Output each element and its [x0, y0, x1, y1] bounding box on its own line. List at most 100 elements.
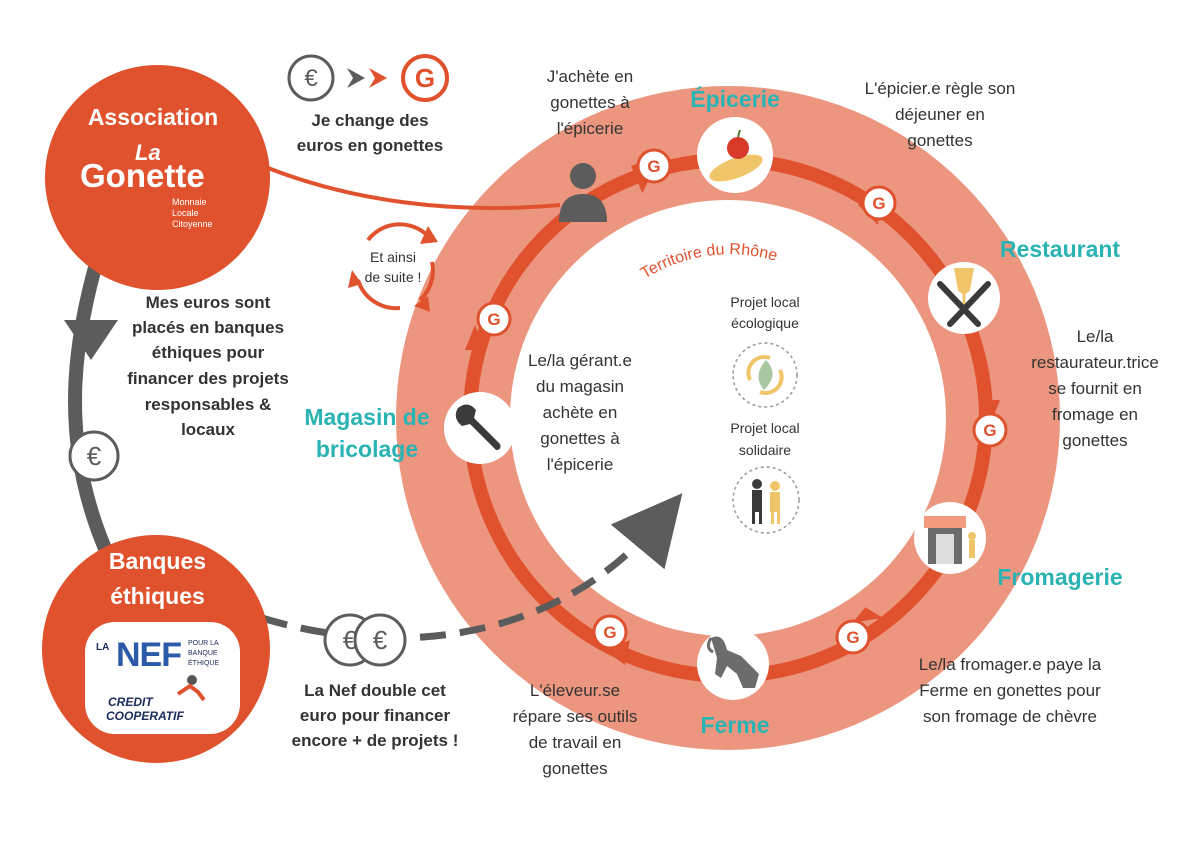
- nef-sub1: POUR LA: [188, 640, 219, 647]
- bread-apple-icon: [709, 129, 763, 182]
- restaurateur-4: fromage en: [1052, 405, 1138, 424]
- nef-sub3: ÉTHIQUE: [188, 660, 220, 667]
- eleveur-4: gonettes: [542, 759, 608, 778]
- restaurateur-3: se fournit en: [1048, 379, 1142, 398]
- gonette-icon: G: [592, 614, 628, 650]
- association-to-user-line: [267, 166, 561, 211]
- banks-text-2: placés en banques: [131, 318, 285, 337]
- svg-text:G: G: [983, 421, 996, 440]
- logo-gonette: Gonette: [80, 157, 205, 194]
- gerant-2: du magasin: [536, 377, 624, 396]
- gonette-icon: G: [835, 619, 871, 655]
- banques-title2: éthiques: [110, 583, 205, 609]
- epicier-2: déjeuner en: [895, 105, 985, 124]
- ferme-label: Ferme: [700, 712, 770, 738]
- eleveur-2: répare ses outils: [512, 707, 638, 726]
- epicier-1: L'épicier.e règle son: [864, 79, 1016, 98]
- banks-text-6: locaux: [181, 420, 235, 439]
- nef-logo: NEF: [116, 636, 182, 674]
- bank-logos-panel: [85, 622, 240, 734]
- svg-text:G: G: [872, 194, 885, 213]
- restaurateur-1: Le/la: [1076, 327, 1114, 346]
- leaf-icon: [732, 342, 798, 408]
- cc-logo-2: COOPERATIF: [106, 709, 184, 723]
- svg-text:G: G: [415, 63, 435, 93]
- achete-2: gonettes à: [550, 93, 630, 112]
- ainsi-line2: de suite !: [364, 269, 422, 285]
- cc-figure-icon: [176, 675, 206, 702]
- fromager-1: Le/la fromager.e paye la: [918, 655, 1102, 674]
- goat-icon: [706, 636, 759, 688]
- people-icon: [732, 466, 800, 534]
- cutlery-glass-icon: [937, 268, 991, 327]
- project-sol-2: solidaire: [738, 442, 792, 458]
- association-circle: [45, 65, 270, 290]
- gonette-icon: G: [636, 148, 672, 184]
- nef-dashed-line: [260, 493, 683, 642]
- project-eco-2: écologique: [731, 315, 799, 331]
- magasin-label-1: Magasin de: [304, 404, 430, 430]
- gerant-4: gonettes à: [540, 429, 620, 448]
- banks-text-1: Mes euros sont: [145, 293, 271, 312]
- association-title: Association: [87, 104, 219, 130]
- exchange-line1: Je change des: [311, 111, 429, 130]
- restaurant-label: Restaurant: [999, 236, 1121, 262]
- achete-1: J'achète en: [546, 67, 634, 86]
- svg-text:G: G: [603, 623, 616, 642]
- epicier-3: gonettes: [907, 131, 973, 150]
- gonette-icon: G: [476, 301, 512, 337]
- recycle-arrows: [356, 222, 435, 311]
- user-icon: [559, 163, 607, 222]
- logo-sub2: Locale: [172, 208, 199, 218]
- double-euro-icon: € €: [323, 613, 407, 667]
- logo-sub1: Monnaie: [172, 197, 207, 207]
- nef-text-1: La Nef double cet: [304, 681, 446, 700]
- fromager-2: Ferme en gonettes pour: [919, 681, 1101, 700]
- restaurateur-2: restaurateur.trice: [1031, 353, 1159, 372]
- gonette-icon: G: [861, 185, 897, 221]
- banques-title1: Banques: [108, 548, 207, 574]
- banks-text-5: responsables &: [144, 395, 272, 414]
- exchange-line2: euros en gonettes: [296, 136, 444, 155]
- banks-text-4: financer des projets: [127, 369, 289, 388]
- nef-text-2: euro pour financer: [299, 706, 451, 725]
- gonette-icon: [401, 54, 449, 102]
- eleveur-3: de travail en: [528, 733, 622, 752]
- ainsi-line1: Et ainsi: [370, 249, 416, 265]
- gonette-icon: G: [972, 412, 1008, 448]
- gerant-3: achète en: [542, 403, 618, 422]
- restaurateur-5: gonettes: [1062, 431, 1128, 450]
- euro-icon: €: [68, 430, 120, 482]
- banks-text-3: éthiques pour: [151, 343, 265, 362]
- svg-text:€: €: [304, 65, 318, 92]
- gerant-5: l'épicerie: [546, 455, 614, 474]
- fromagerie-label: Fromagerie: [997, 564, 1123, 590]
- logo-sub3: Citoyenne: [172, 219, 213, 229]
- wrench-icon: [455, 404, 501, 450]
- association-to-bank-arc: [68, 247, 117, 563]
- eleveur-1: L'éleveur.se: [529, 681, 621, 700]
- euro-to-gonette-icons: € G: [287, 54, 449, 102]
- cc-logo-1: CREDIT: [108, 695, 153, 709]
- nef-text-3: encore + de projets !: [291, 731, 459, 750]
- achete-3: l'épicerie: [556, 119, 624, 138]
- shop-icon: [924, 516, 976, 564]
- grey-down-arrow: [64, 320, 118, 360]
- project-sol-1: Projet local: [730, 420, 800, 436]
- gerant-1: Le/la gérant.e: [528, 351, 632, 370]
- project-eco-1: Projet local: [730, 294, 800, 310]
- fromager-3: son fromage de chèvre: [923, 707, 1097, 726]
- nef-la: LA: [96, 642, 110, 653]
- svg-text:G: G: [846, 628, 859, 647]
- svg-text:€: €: [87, 441, 102, 471]
- nef-sub2: BANQUE: [188, 650, 218, 657]
- svg-text:€: €: [373, 625, 388, 655]
- magasin-label-2: bricolage: [315, 436, 419, 462]
- logo-la: La: [135, 140, 161, 165]
- epicerie-label: Épicerie: [690, 86, 780, 112]
- svg-text:G: G: [487, 310, 500, 329]
- euro-icon: [287, 54, 335, 102]
- svg-text:G: G: [647, 157, 660, 176]
